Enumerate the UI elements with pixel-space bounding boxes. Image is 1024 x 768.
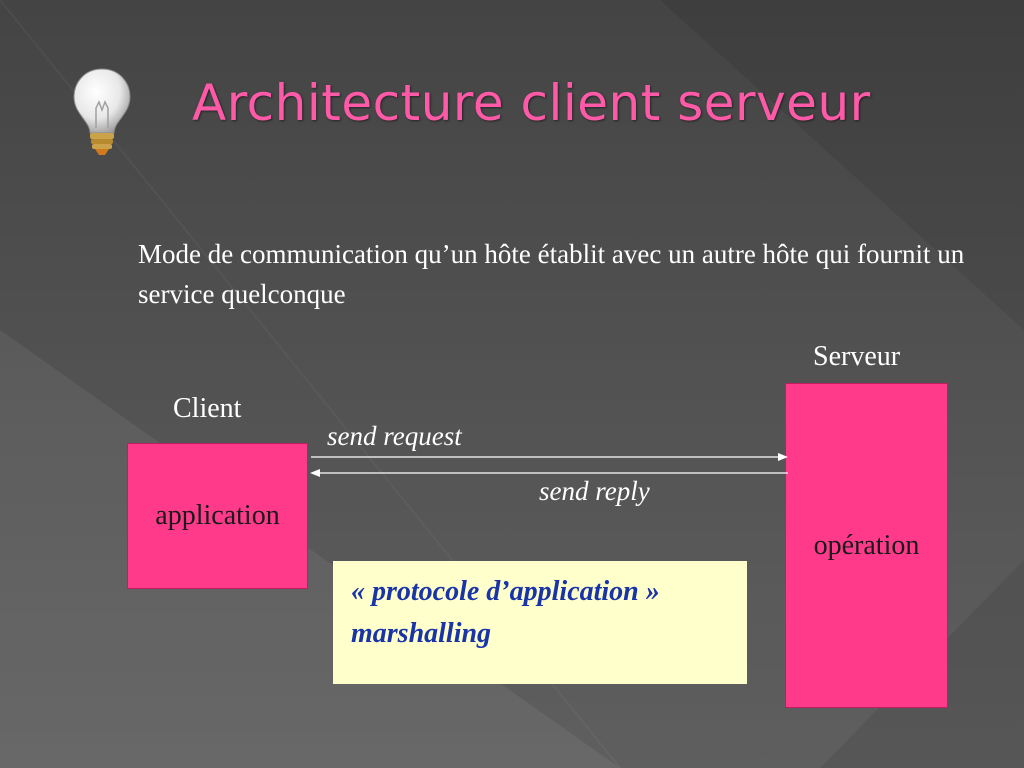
client-label: Client [173,393,242,424]
send-request-label: send request [327,421,462,451]
protocol-note-line-1: « protocole d’application » [351,576,660,607]
send-reply-label: send reply [539,476,650,506]
protocol-note: « protocole d’application » marshalling [333,561,747,684]
client-box-text: application [155,500,280,531]
server-operation-box: opération [785,383,948,708]
slide-description: Mode de communication qu’un hôte établit… [138,239,965,309]
client-application-box: application [127,443,308,589]
light-bulb-icon [73,68,131,155]
slide-title: Architecture client serveur [192,74,871,132]
protocol-note-line-2: marshalling [351,618,492,649]
server-box-text: opération [813,529,920,561]
server-label: Serveur [813,341,901,372]
